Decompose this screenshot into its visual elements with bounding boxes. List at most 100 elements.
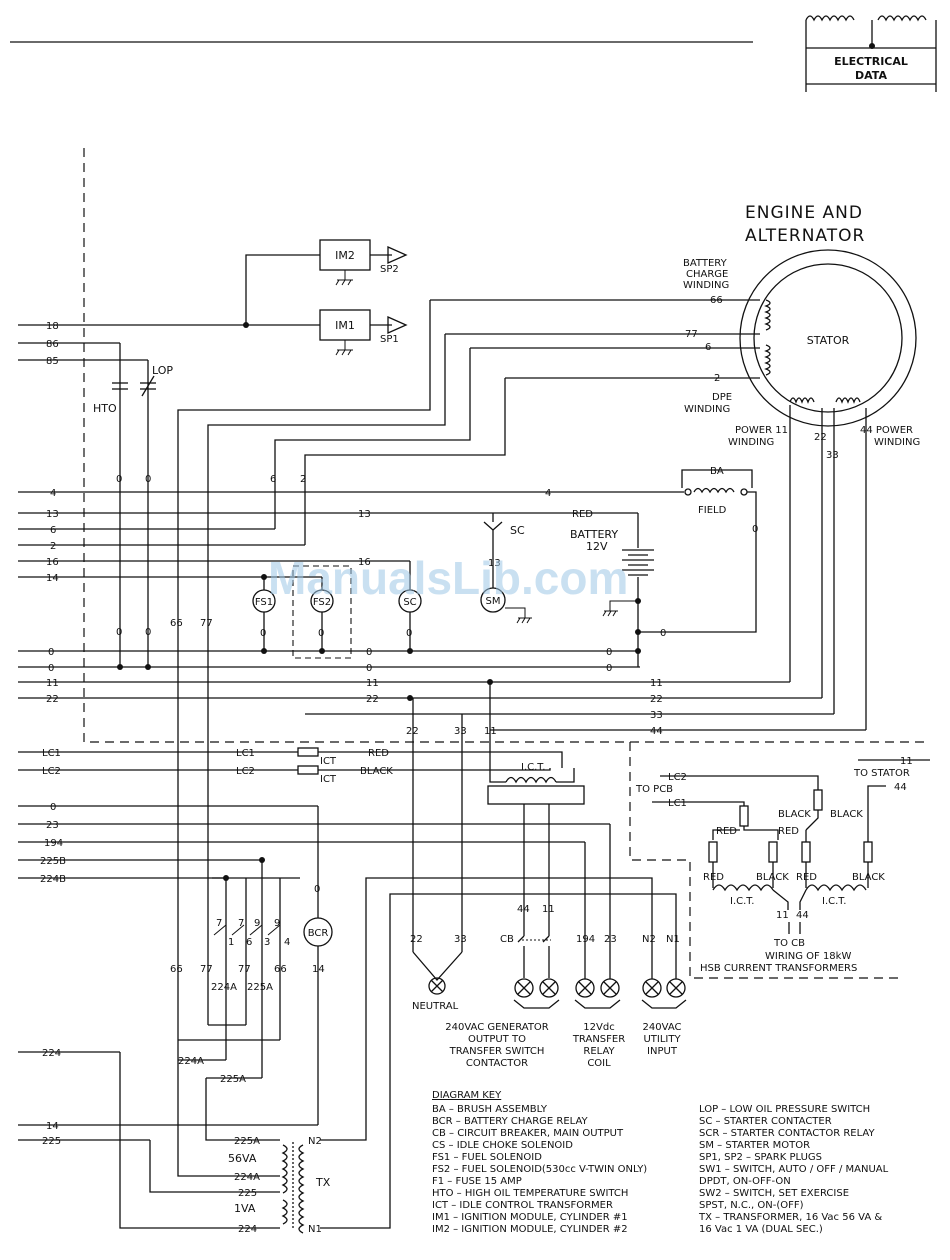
tx-224: 224 — [238, 1224, 257, 1235]
key-right-0: LOP – LOW OIL PRESSURE SWITCH — [699, 1104, 870, 1115]
key-left-9: IM1 – IGNITION MODULE, CYLINDER #1 — [432, 1212, 628, 1223]
va1-label: 1VA — [234, 1202, 256, 1215]
wire-0-fs1: 0 — [260, 628, 266, 639]
neutral-label: NEUTRAL — [412, 1001, 459, 1012]
wire-33-stator: 33 — [826, 450, 839, 461]
sw-4: 4 — [284, 937, 290, 948]
key-left-4: FS1 – FUEL SOLENOID — [432, 1152, 542, 1163]
wire-label-14b: 14 — [46, 1121, 59, 1132]
battery-label-1: BATTERY — [570, 528, 618, 541]
relay-line1: 12Vdc — [583, 1022, 614, 1033]
wire-22-mid: 22 — [366, 694, 379, 705]
wire-6: 6 — [705, 342, 711, 353]
bcr-label: BCR — [308, 928, 329, 939]
tx-225: 225 — [238, 1188, 257, 1199]
left-wire-labels: 18 86 85 4 13 6 2 16 14 0 0 11 22 LC1 LC… — [40, 321, 66, 1147]
tx-n2: N2 — [308, 1136, 322, 1147]
wire-label-14: 14 — [46, 573, 59, 584]
panel-boundary — [83, 148, 900, 979]
key-right-1: SC – STARTER CONTACTER — [699, 1116, 832, 1127]
power-winding-right-1: 44 POWER — [860, 425, 913, 436]
watermark: ManualsLib.com — [268, 552, 628, 604]
wire-11-mid: 11 — [366, 678, 379, 689]
starter-battery: SC RED 13 SM BATTERY 12V — [480, 509, 654, 667]
lc2-mid: LC2 — [236, 766, 255, 777]
out-n1: N1 — [666, 934, 680, 945]
ba-label: BA — [710, 466, 724, 477]
ct-black-3: BLACK — [756, 872, 789, 883]
key-left-8: ICT – IDLE CONTROL TRANSFORMER — [432, 1200, 613, 1211]
badge-line1: ELECTRICAL — [834, 55, 908, 68]
lc2-black: BLACK — [360, 766, 393, 777]
key-right-9: TX – TRANSFORMER, 16 Vac 56 VA & — [698, 1212, 882, 1223]
key-right-7: SW2 – SWITCH, SET EXERCISE — [699, 1188, 849, 1199]
ct-44: 44 — [894, 782, 907, 793]
to-cb-label: TO CB — [773, 938, 805, 949]
gen-line4: CONTACTOR — [466, 1058, 528, 1069]
ct-11-bottom: 11 — [776, 910, 789, 921]
stator-label: STATOR — [807, 334, 850, 347]
key-left-5: FS2 – FUEL SOLENOID(530cc V-TWIN ONLY) — [432, 1164, 647, 1175]
to-pcb-label: TO PCB — [635, 784, 673, 795]
wire-0d: 0 — [145, 627, 151, 638]
wire-label-22: 22 — [46, 694, 59, 705]
sw-9a: 9 — [254, 918, 260, 929]
bcr-0: 0 — [314, 884, 320, 895]
ct-red-3: RED — [703, 872, 724, 883]
wire-2: 2 — [714, 373, 720, 384]
power-winding-left-2: WINDING — [728, 437, 774, 448]
ict-section: LC1 LC2 ICT ICT RED BLACK I.C.T. — [18, 682, 585, 805]
lc1-mid: LC1 — [236, 748, 255, 759]
ct-wiring-detail: 11 TO STATOR LC2 TO PCB LC1 44 BLACK BLA… — [635, 756, 930, 974]
sp2-label: SP2 — [380, 264, 399, 275]
label-224a-2: 224A — [178, 1056, 204, 1067]
ict-label-2: ICT — [320, 774, 337, 785]
utility-line3: INPUT — [647, 1046, 678, 1057]
wire-label-0c: 0 — [50, 802, 56, 813]
sw-77a: 77 — [200, 964, 213, 975]
power-winding-left-1: POWER 11 — [735, 425, 788, 436]
key-left-10: IM2 – IGNITION MODULE, CYLINDER #2 — [432, 1224, 628, 1235]
utility-line2: UTILITY — [643, 1034, 681, 1045]
wire-0-sc: 0 — [406, 628, 412, 639]
key-left-2: CB – CIRCUIT BREAKER, MAIN OUTPUT — [432, 1128, 624, 1139]
ct-11: 11 — [900, 756, 913, 767]
sw-1: 1 — [228, 937, 234, 948]
wire-66: 66 — [710, 295, 723, 306]
gen-line2: OUTPUT TO — [468, 1034, 526, 1045]
ict-label-1: ICT — [320, 756, 337, 767]
battery-charge-winding-label-1: BATTERY — [683, 258, 728, 269]
bcr-14: 14 — [312, 964, 325, 975]
ct-red-1: RED — [716, 826, 737, 837]
battery-charge-winding-label-2: CHARGE — [686, 269, 728, 280]
out-23: 23 — [604, 934, 617, 945]
battery-label-2: 12V — [586, 540, 608, 553]
dpe-winding-label-1: DPE — [712, 392, 732, 403]
ct-red-2: RED — [778, 826, 799, 837]
cb-44: 44 — [517, 904, 530, 915]
gen-line3: TRANSFER SWITCH — [449, 1046, 545, 1057]
field-assembly: BA FIELD 0 0 — [640, 466, 758, 639]
wire-33-right: 33 — [650, 710, 663, 721]
bulb-row — [514, 978, 686, 998]
ignition-modules: IM2 IM1 SP2 SP1 — [18, 239, 408, 356]
wire-label-lc1: LC1 — [42, 748, 61, 759]
wire-0a: 0 — [116, 474, 122, 485]
key-right-4: SP1, SP2 – SPARK PLUGS — [699, 1152, 822, 1163]
wire-77: 77 — [685, 329, 698, 340]
ct-lc2: LC2 — [668, 772, 687, 783]
to-stator-label: TO STATOR — [853, 768, 910, 779]
sw-6: 6 — [246, 937, 252, 948]
wire-0-mid2: 0 — [366, 663, 372, 674]
wire-label-86: 86 — [46, 339, 59, 350]
ct-44-bottom: 44 — [796, 910, 809, 921]
wire-label-6: 6 — [50, 525, 56, 536]
key-left-6: F1 – FUSE 15 AMP — [432, 1176, 522, 1187]
wire-0-ground: 0 — [660, 628, 666, 639]
left-bus: HTO LOP 0 0 0 0 6 2 4 13 16 0 — [18, 342, 866, 737]
wire-label-4: 4 — [50, 488, 56, 499]
wire-label-18: 18 — [46, 321, 59, 332]
battery-charge-winding-label-3: WINDING — [683, 280, 729, 291]
utility-line1: 240VAC — [643, 1022, 682, 1033]
key-right-6: DPDT, ON-OFF-ON — [699, 1176, 791, 1187]
